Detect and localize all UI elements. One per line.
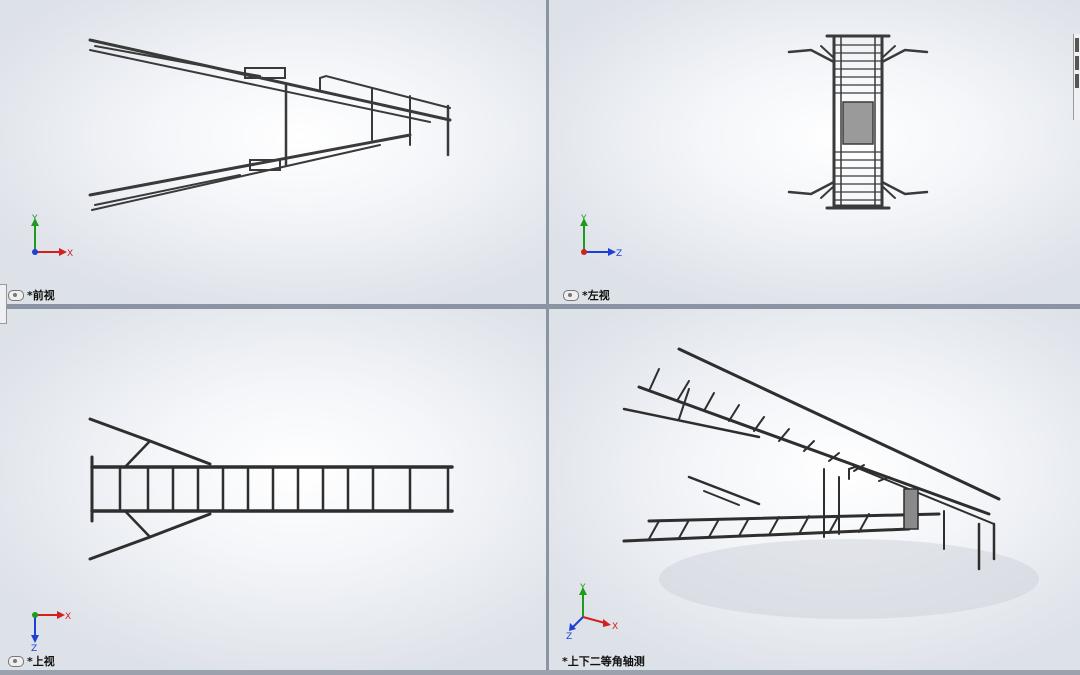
viewport-splitter-vertical[interactable] — [546, 0, 549, 675]
viewport-top[interactable]: Z X *上视 — [0, 309, 546, 670]
triad-left-y-label: Y — [580, 214, 587, 224]
viewport-front-label-wrap[interactable]: *前视 — [8, 287, 55, 303]
viewport-top-label: *上视 — [27, 655, 55, 668]
axis-triad-top: Z X — [31, 611, 71, 653]
front-view-model[interactable] — [0, 0, 546, 304]
viewport-top-label-wrap[interactable]: *上视 — [8, 653, 55, 669]
viewport-iso-label-wrap[interactable]: *上下二等角轴测 — [562, 653, 645, 669]
triad-iso-y-label: Y — [579, 583, 586, 593]
viewport-control-strip[interactable] — [1073, 34, 1080, 120]
triad-front-x-label: X — [67, 249, 73, 259]
triad-iso-z-label: Z — [566, 632, 572, 641]
triad-top-z-label: Z — [31, 644, 37, 653]
axis-triad-iso: Y X Z — [566, 583, 618, 641]
display-eye-icon[interactable] — [563, 289, 579, 301]
triad-top-x-label: X — [65, 612, 71, 622]
viewport-isometric[interactable]: Y X Z *上下二等角轴测 — [549, 309, 1080, 670]
display-eye-icon[interactable] — [8, 289, 24, 301]
triad-front-y-label: Y — [31, 214, 38, 224]
viewport-front[interactable]: Y X *前视 — [0, 0, 546, 304]
viewport-iso-label: *上下二等角轴测 — [562, 655, 645, 668]
viewport-left[interactable]: Y Z *左视 — [549, 0, 1080, 304]
viewport-left-label-wrap[interactable]: *左视 — [563, 287, 610, 303]
top-view-model[interactable] — [0, 309, 546, 670]
left-view-model[interactable] — [549, 0, 1080, 304]
axis-triad-front: Y X — [31, 214, 73, 259]
isometric-view-model[interactable] — [549, 309, 1080, 670]
axis-triad-left: Y Z — [580, 214, 622, 259]
viewport-corner-tab[interactable] — [0, 284, 7, 324]
status-bar-edge — [0, 670, 1080, 675]
viewport-front-label: *前视 — [27, 289, 55, 302]
viewport-left-label: *左视 — [582, 289, 610, 302]
viewport-splitter-horizontal[interactable] — [0, 304, 1080, 309]
display-eye-icon[interactable] — [8, 655, 24, 667]
triad-iso-x-label: X — [612, 622, 618, 632]
triad-left-z-label: Z — [616, 249, 622, 259]
